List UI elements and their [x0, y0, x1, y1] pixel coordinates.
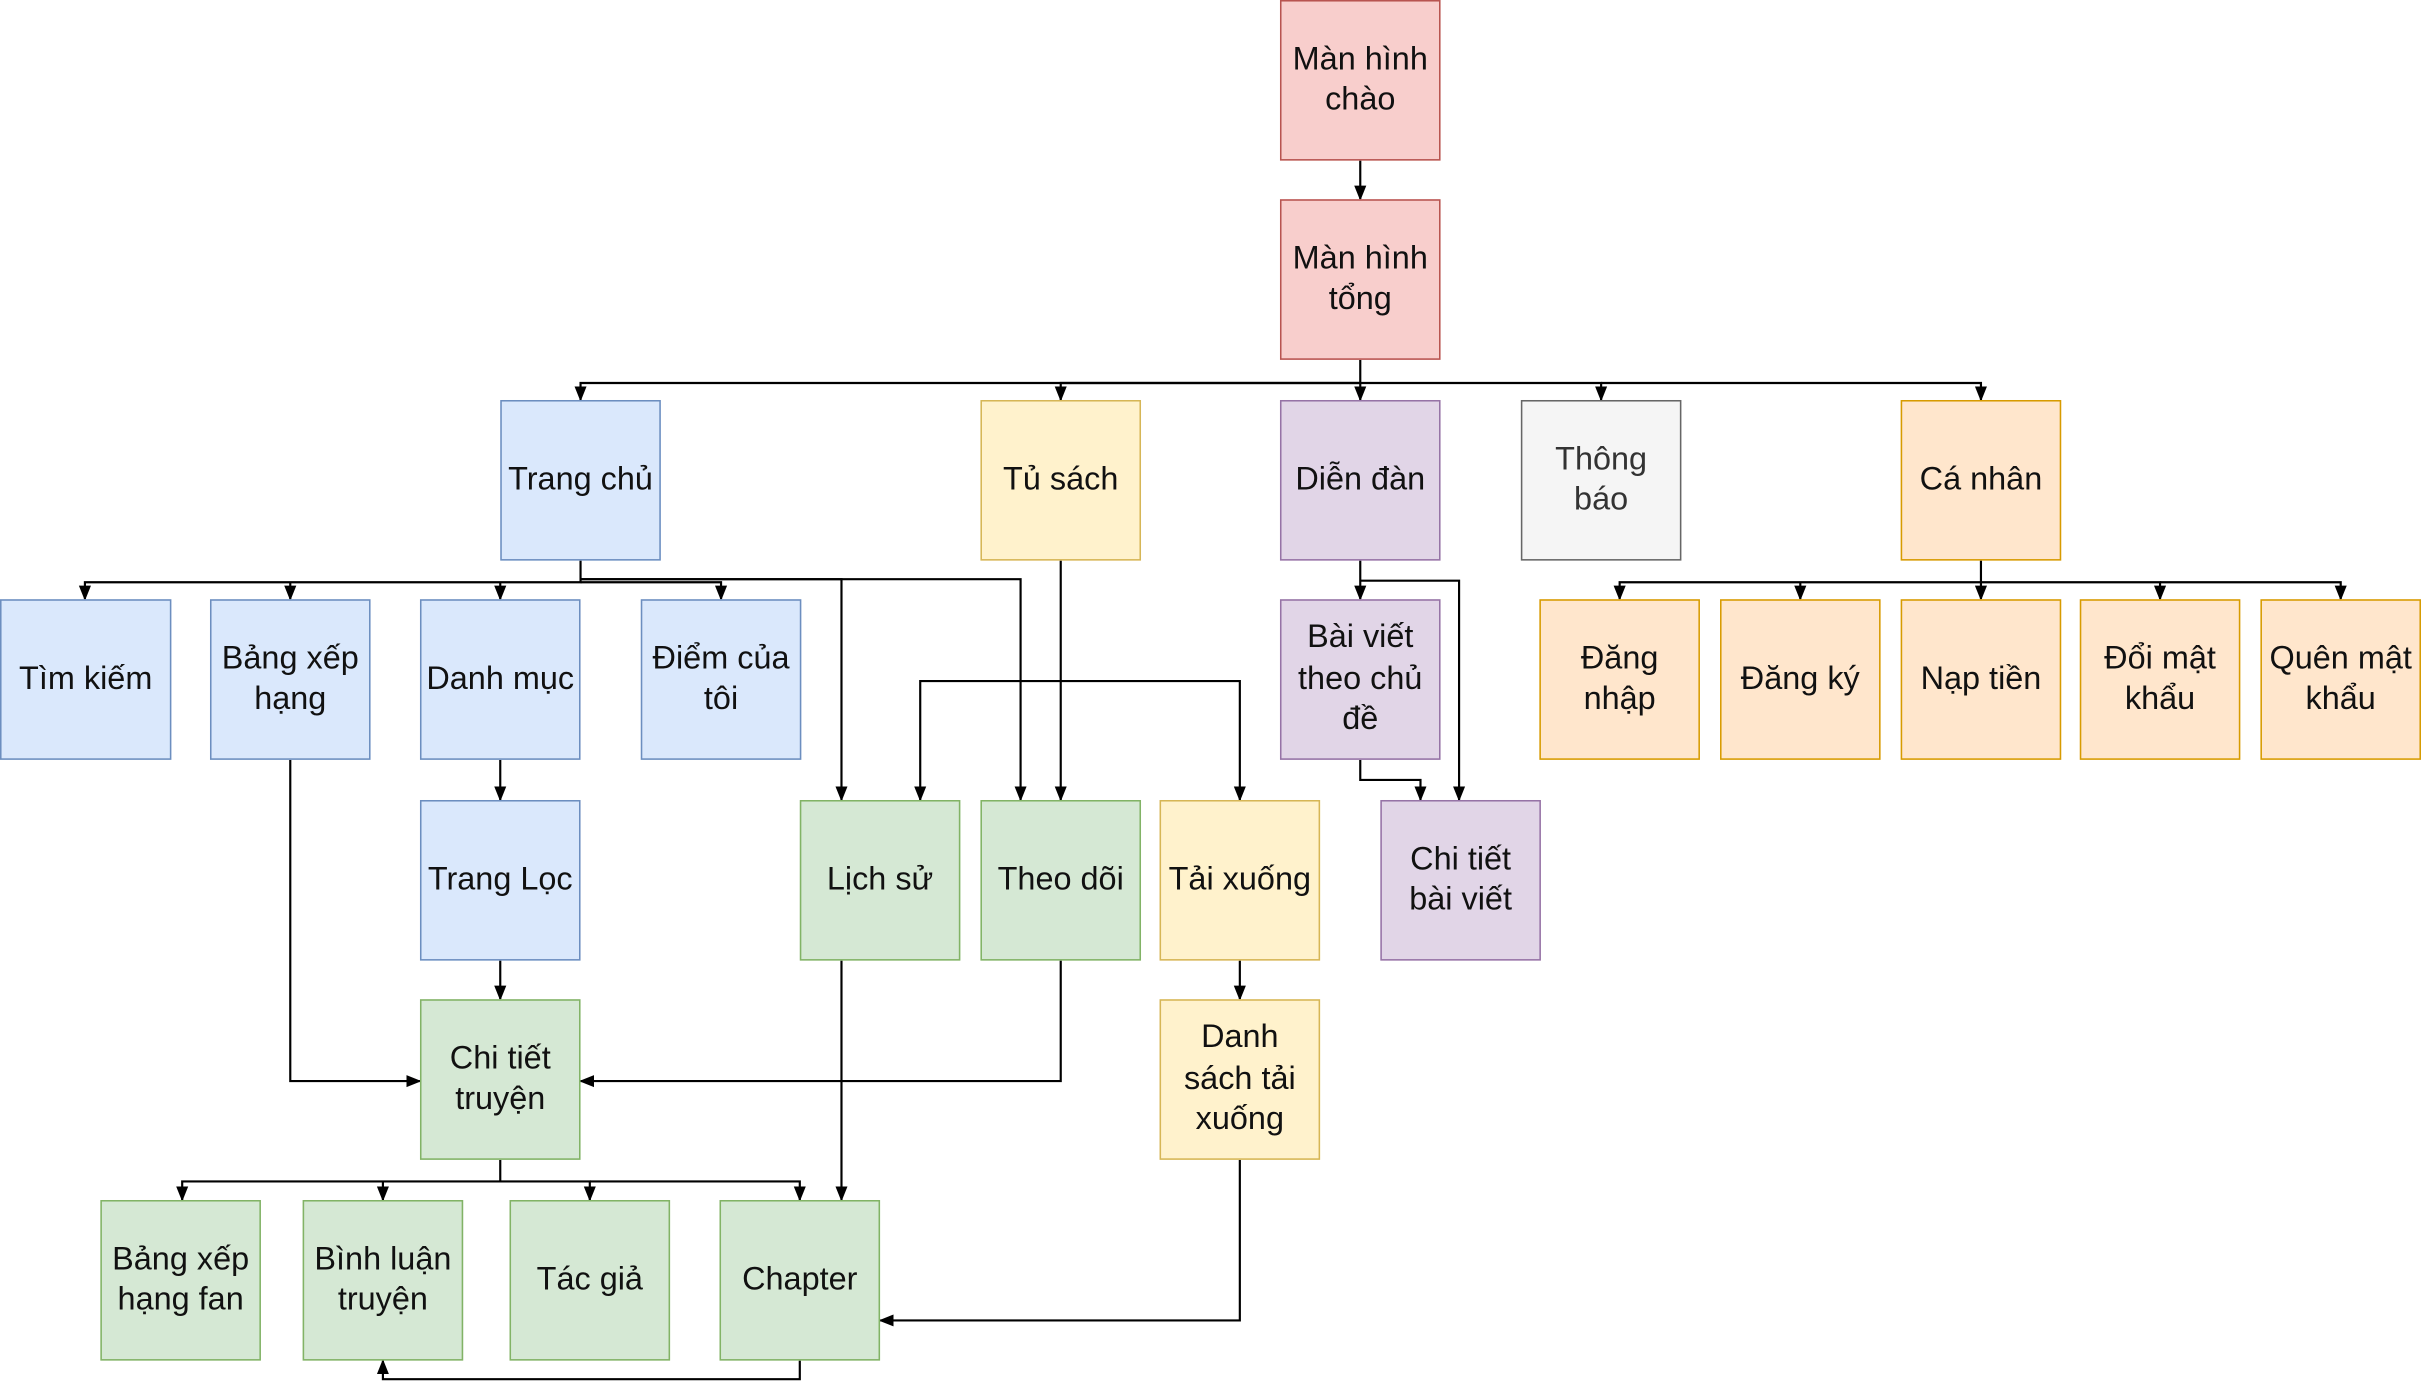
node-tac-gia: Tác giả: [509, 1199, 671, 1361]
edge-ca-nhan-to-dang-nhap: [1613, 560, 1983, 601]
node-trang-chu: Trang chủ: [500, 399, 661, 561]
edge-tong-to-ca-nhan: [1601, 381, 1988, 402]
node-label: Tủ sách: [1003, 461, 1119, 497]
node-dang-ky: Đăng ký: [1720, 599, 1881, 760]
node-label: Tải xuống: [1168, 861, 1312, 897]
node-label: Chapter: [742, 1261, 858, 1297]
node-label: Danh mục: [426, 660, 575, 697]
edge-chapter-to-binh-luan: [376, 1359, 801, 1381]
node-label: Theo dõi: [997, 861, 1124, 897]
node-label: Đăng nhập: [1580, 640, 1659, 717]
node-label: Chi tiết bài viết: [1409, 840, 1512, 918]
node-tim-kiem: Tìm kiếm: [0, 599, 172, 760]
node-lich-su: Lịch sử: [799, 799, 961, 961]
node-dang-nhap: Đăng nhập: [1539, 599, 1700, 760]
node-binh-luan-truyen: Bình luận truyện: [302, 1199, 464, 1361]
node-label: Bài viết theo chủ đề: [1298, 619, 1423, 738]
edge-chi-tiet-to-chapter: [589, 1180, 806, 1202]
node-label: Lịch sử: [826, 861, 934, 897]
node-nap-tien: Nạp tiền: [1900, 599, 2062, 760]
node-label: Màn hình tổng: [1292, 240, 1428, 317]
node-tai-xuong: Tải xuống: [1159, 799, 1321, 961]
node-label: Màn hình chào: [1292, 40, 1428, 118]
edge-tu-sach-to-lich-su: [914, 679, 1061, 802]
node-bang-xep-hang: Bảng xếp hạng: [209, 599, 371, 760]
edge-tong-to-trang-chu: [574, 359, 1362, 402]
edge-chi-tiet-to-tac-gia: [500, 1180, 596, 1202]
node-dien-dan: Diễn đàn: [1279, 399, 1441, 561]
node-label: Nạp tiền: [1920, 660, 2042, 697]
edge-chi-tiet-to-bang-xep-hang-fan: [176, 1159, 502, 1202]
edge-danh-sach-to-chapter: [878, 1159, 1241, 1327]
edge-trang-chu-to-diem-cua-toi: [580, 581, 728, 601]
node-danh-muc: Danh mục: [419, 599, 581, 760]
edge-bai-viet-to-chi-tiet-bai-viet: [1359, 759, 1427, 802]
node-label: Thông báo: [1555, 440, 1648, 518]
node-label: Chi tiết truyện: [449, 1040, 551, 1117]
node-bai-viet-theo-chu-de: Bài viết theo chủ đề: [1279, 599, 1441, 760]
node-quen-mat-khau: Quên mật khẩu: [2260, 599, 2421, 760]
node-label: Quên mật khẩu: [2269, 640, 2412, 717]
edge-trang-chu-to-theo-doi: [580, 578, 1027, 802]
node-ca-nhan: Cá nhân: [1900, 399, 2062, 561]
node-danh-sach-tai-xuong: Danh sách tải xuống: [1159, 999, 1321, 1160]
edge-bang-xep-hang-to-chi-tiet-truyen: [289, 759, 422, 1088]
node-chi-tiet-bai-viet: Chi tiết bài viết: [1380, 799, 1541, 961]
node-bang-xep-hang-fan: Bảng xếp hạng fan: [100, 1199, 261, 1361]
node-label: Đổi mật khẩu: [2104, 640, 2216, 717]
node-man-hinh-chao: Màn hình chào: [1279, 0, 1441, 161]
edge-tong-to-thong-bao: [1360, 381, 1608, 402]
node-thong-bao: Thông báo: [1520, 399, 1682, 561]
node-doi-mat-khau: Đổi mật khẩu: [2079, 599, 2241, 760]
node-trang-loc: Trang Lọc: [419, 799, 581, 961]
node-label: Điểm của tôi: [652, 640, 790, 717]
node-label: Bình luận truyện: [314, 1240, 452, 1318]
node-label: Đăng ký: [1740, 660, 1860, 697]
node-tu-sach: Tủ sách: [980, 399, 1142, 561]
node-label: Trang chủ: [508, 461, 653, 497]
node-label: Tác giả: [536, 1261, 643, 1297]
node-chapter: Chapter: [719, 1199, 881, 1361]
edge-ca-nhan-to-doi-mat-khau: [1980, 581, 2167, 601]
edge-theo-doi-to-chi-tiet-truyen: [579, 960, 1062, 1088]
node-chi-tiet-truyen: Chi tiết truyện: [419, 999, 581, 1160]
node-label: Danh sách tải xuống: [1183, 1019, 1296, 1138]
edge-tong-to-tu-sach: [1054, 381, 1361, 402]
node-label: Bảng xếp hạng fan: [112, 1240, 250, 1318]
node-label: Cá nhân: [1919, 461, 2043, 497]
node-label: Diễn đàn: [1295, 461, 1426, 497]
node-label: Tìm kiếm: [19, 660, 153, 697]
node-diem-cua-toi: Điểm của tôi: [640, 599, 802, 760]
node-label: Bảng xếp hạng: [221, 640, 359, 717]
node-man-hinh-tong: Màn hình tổng: [1279, 199, 1441, 360]
node-theo-doi: Theo dõi: [980, 799, 1142, 961]
node-label: Trang Lọc: [427, 861, 573, 897]
edge-ca-nhan-to-quen-mat-khau: [2160, 581, 2347, 601]
edge-dien-dan-to-chi-tiet-bai-viet: [1360, 579, 1466, 802]
edge-trang-chu-to-tim-kiem: [78, 560, 582, 601]
edge-tu-sach-to-tai-xuong: [1060, 679, 1246, 802]
